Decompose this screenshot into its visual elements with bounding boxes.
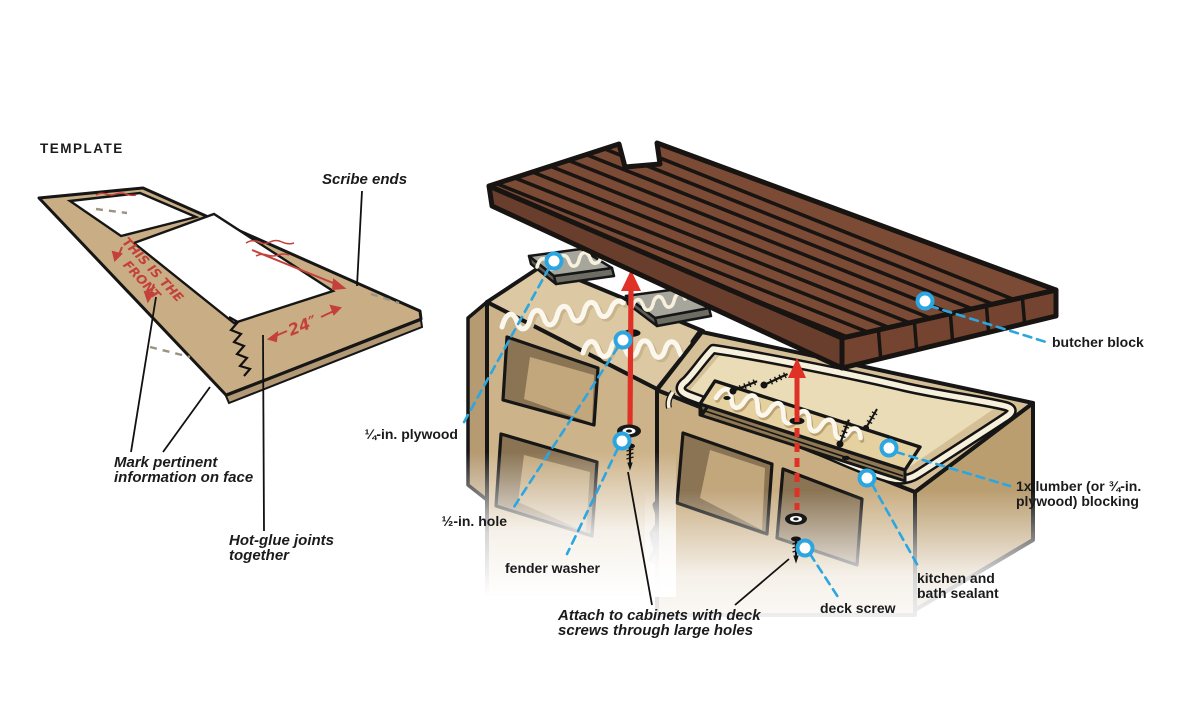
label-half-hole: ½-in. hole bbox=[441, 513, 507, 529]
template-pointer-lines bbox=[130, 190, 363, 532]
callout-point-washer bbox=[612, 431, 632, 451]
label-butcher-block: butcher block bbox=[1052, 334, 1144, 350]
callout-point-deck-screw bbox=[795, 538, 815, 558]
zigzag-joint bbox=[228, 316, 252, 377]
blocking-plank bbox=[698, 372, 922, 483]
attach-pointer-lines bbox=[627, 471, 790, 606]
left-opening1-back bbox=[524, 357, 594, 423]
label-attach-note: Attach to cabinets with deck screws thro… bbox=[558, 607, 761, 639]
template-window-small bbox=[66, 191, 200, 238]
red-arrow-right bbox=[788, 358, 806, 510]
callout-point-blocking bbox=[879, 438, 899, 458]
fender-washer-right bbox=[785, 513, 807, 525]
fold-lines bbox=[95, 207, 400, 359]
callout-point-sealant bbox=[857, 468, 877, 488]
fade-left-cabinet bbox=[458, 452, 676, 597]
sealant-bead bbox=[665, 343, 1017, 485]
template-title: TEMPLATE bbox=[40, 141, 124, 156]
callout-point-plywood bbox=[544, 251, 564, 271]
template-flap bbox=[224, 318, 424, 405]
template-window-large bbox=[131, 212, 336, 325]
loose-screws bbox=[729, 372, 878, 448]
callout-point-hole bbox=[613, 330, 633, 350]
red-arrow-left bbox=[621, 270, 641, 427]
template-illustration: THIS IS THE FRONT 24″ bbox=[37, 186, 424, 532]
callout-points bbox=[544, 251, 935, 558]
fade-right-cabinet bbox=[645, 490, 1057, 645]
label-hot-glue: Hot-glue joints together bbox=[229, 532, 334, 564]
label-quarter-plywood: ¼-in. plywood bbox=[364, 426, 458, 442]
label-deck-screw: deck screw bbox=[820, 600, 896, 616]
label-scribe-ends: Scribe ends bbox=[322, 171, 408, 188]
callout-lines bbox=[461, 266, 1048, 599]
callout-point-butcher-block bbox=[915, 291, 935, 311]
label-kitchen-sealant: kitchen and bath sealant bbox=[917, 570, 999, 601]
label-mark-pertinent: Mark pertinent information on face bbox=[114, 454, 254, 486]
label-lumber-blocking: 1x lumber (or ¾-in. plywood) blocking bbox=[1016, 478, 1142, 509]
marker-arrows bbox=[95, 192, 347, 343]
label-fender-washer: fender washer bbox=[505, 560, 600, 576]
